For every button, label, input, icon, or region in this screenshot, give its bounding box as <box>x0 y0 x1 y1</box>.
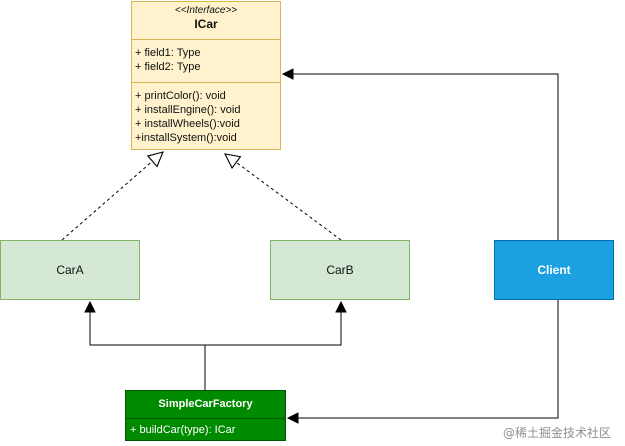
interface-method: + installEngine(): void <box>135 104 241 116</box>
interface-fields: + field1: Type + field2: Type <box>135 46 279 74</box>
client-to-interface-line <box>281 68 559 240</box>
carb-class-box[interactable]: CarB <box>270 240 410 300</box>
interface-name: ICar <box>194 17 218 31</box>
interface-method: + installWheels():void <box>135 118 240 130</box>
interface-field: + field1: Type <box>135 47 201 59</box>
client-class-box[interactable]: Client <box>494 240 614 300</box>
carb-class-label: CarB <box>326 263 354 277</box>
factory-method: + buildCar(type): ICar <box>130 424 236 436</box>
cara-class-label: CarA <box>56 263 84 277</box>
simple-car-factory-box[interactable]: SimpleCarFactory + buildCar(type): ICar <box>125 390 286 441</box>
interface-field: + field2: Type <box>135 61 201 73</box>
client-class-label: Client <box>537 263 571 277</box>
interface-stereotype: <<Interface>> <box>174 5 238 16</box>
interface-methods: + printColor(): void + installEngine(): … <box>135 89 279 145</box>
cara-realization-line <box>61 151 164 241</box>
client-to-factory-line <box>286 300 559 424</box>
factory-to-cara-line <box>84 300 205 346</box>
interface-method: + printColor(): void <box>135 90 226 102</box>
factory-to-carb-line <box>205 300 347 346</box>
factory-class-name: SimpleCarFactory <box>158 398 253 410</box>
interface-method: +installSystem():void <box>135 132 237 144</box>
watermark-text: @稀土掘金技术社区 <box>503 426 612 440</box>
carb-realization-line <box>224 153 342 241</box>
interface-fields-divider <box>132 82 280 83</box>
cara-class-box[interactable]: CarA <box>0 240 140 300</box>
factory-divider <box>126 418 285 419</box>
icar-interface-box[interactable]: <<Interface>> ICar + field1: Type + fiel… <box>131 1 281 150</box>
interface-title-divider <box>132 39 280 40</box>
